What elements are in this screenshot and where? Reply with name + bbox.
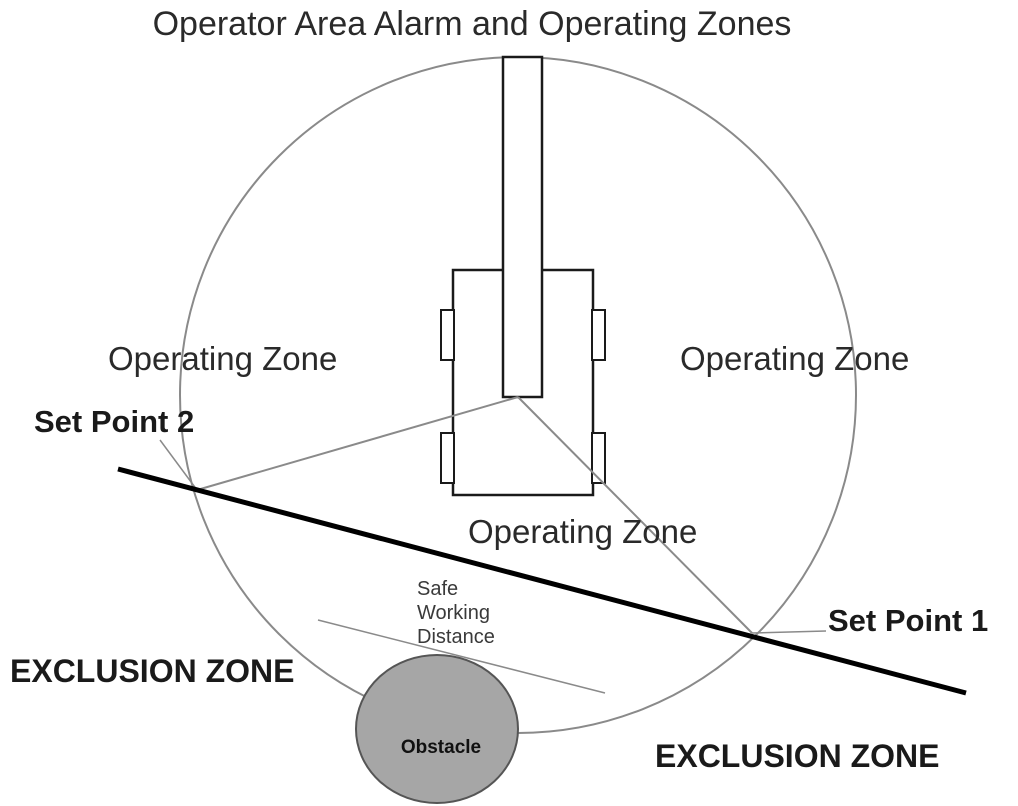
set-point-1-ray [517,396,753,634]
exclusion-zone-left-label: EXCLUSION ZONE [10,653,294,689]
set-point-1-label: Set Point 1 [828,603,988,638]
operating-zone-bottom-label: Operating Zone [468,513,697,550]
track-front-left [440,309,455,361]
safe-working-distance-label-line-2: Working [417,602,490,624]
exclusion-boundary-line [117,466,967,696]
track-rear-right [591,432,606,484]
diagram-title: Operator Area Alarm and Operating Zones [153,5,792,43]
machine-boom [501,55,544,399]
safe-working-distance-line [317,619,606,694]
track-rear-left [440,432,455,484]
safe-working-distance-label-line-3: Distance [417,626,495,648]
track-front-right [591,309,606,361]
safe-working-distance-label-line-1: Safe [417,578,458,600]
set-point-1-leader [751,630,827,634]
operating-zone-left-label: Operating Zone [108,340,337,377]
obstacle-label: Obstacle [401,737,481,758]
set-point-2-label: Set Point 2 [34,404,194,439]
operating-zone-right-label: Operating Zone [680,340,909,377]
exclusion-zone-right-label: EXCLUSION ZONE [655,738,939,774]
set-point-2-ray [196,396,519,491]
obstacle-circle [355,654,519,804]
set-point-2-leader [159,439,198,491]
machine [440,55,606,497]
